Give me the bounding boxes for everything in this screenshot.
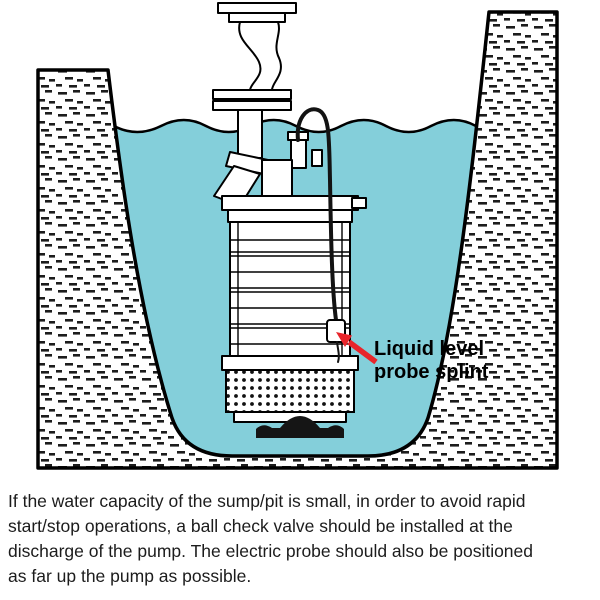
diagram-label: Liquid level probe splint <box>374 338 489 383</box>
pump-top-fittings <box>261 131 323 199</box>
discharge-pipe <box>212 2 297 207</box>
caption-line: as far up the pump as possible. <box>8 566 252 586</box>
caption-line: If the water capacity of the sump/pit is… <box>8 491 526 511</box>
caption-line: start/stop operations, a ball check valv… <box>8 516 513 536</box>
neck-plate <box>227 209 353 223</box>
sump-pump-diagram <box>36 2 559 470</box>
probe-wire <box>336 341 340 363</box>
arrow-head <box>336 332 352 347</box>
caption-line: discharge of the pump. The electric prob… <box>8 541 534 561</box>
lifting-hook <box>311 149 323 167</box>
water-surface-wave <box>113 118 477 134</box>
callout-arrow <box>336 332 378 365</box>
pump-body <box>221 195 367 438</box>
vertical-pipe <box>237 109 263 159</box>
junction-box <box>261 159 293 199</box>
ground-cross-section <box>36 10 559 470</box>
mid-flange-upper <box>212 89 292 100</box>
arrow-shaft <box>347 339 378 365</box>
top-plate <box>221 195 359 211</box>
base-feet <box>256 416 344 438</box>
side-tab <box>351 197 367 209</box>
submersible-pump <box>212 2 367 438</box>
lower-plate <box>221 355 359 371</box>
mid-flange-lower <box>212 100 292 111</box>
strainer <box>225 369 355 413</box>
cable-gland <box>290 139 307 169</box>
top-flange <box>217 2 297 14</box>
ball-check-valve <box>238 21 282 91</box>
top-flange-lower <box>228 12 286 23</box>
power-cable <box>295 107 338 322</box>
caption: If the water capacity of the sump/pit is… <box>8 489 596 589</box>
